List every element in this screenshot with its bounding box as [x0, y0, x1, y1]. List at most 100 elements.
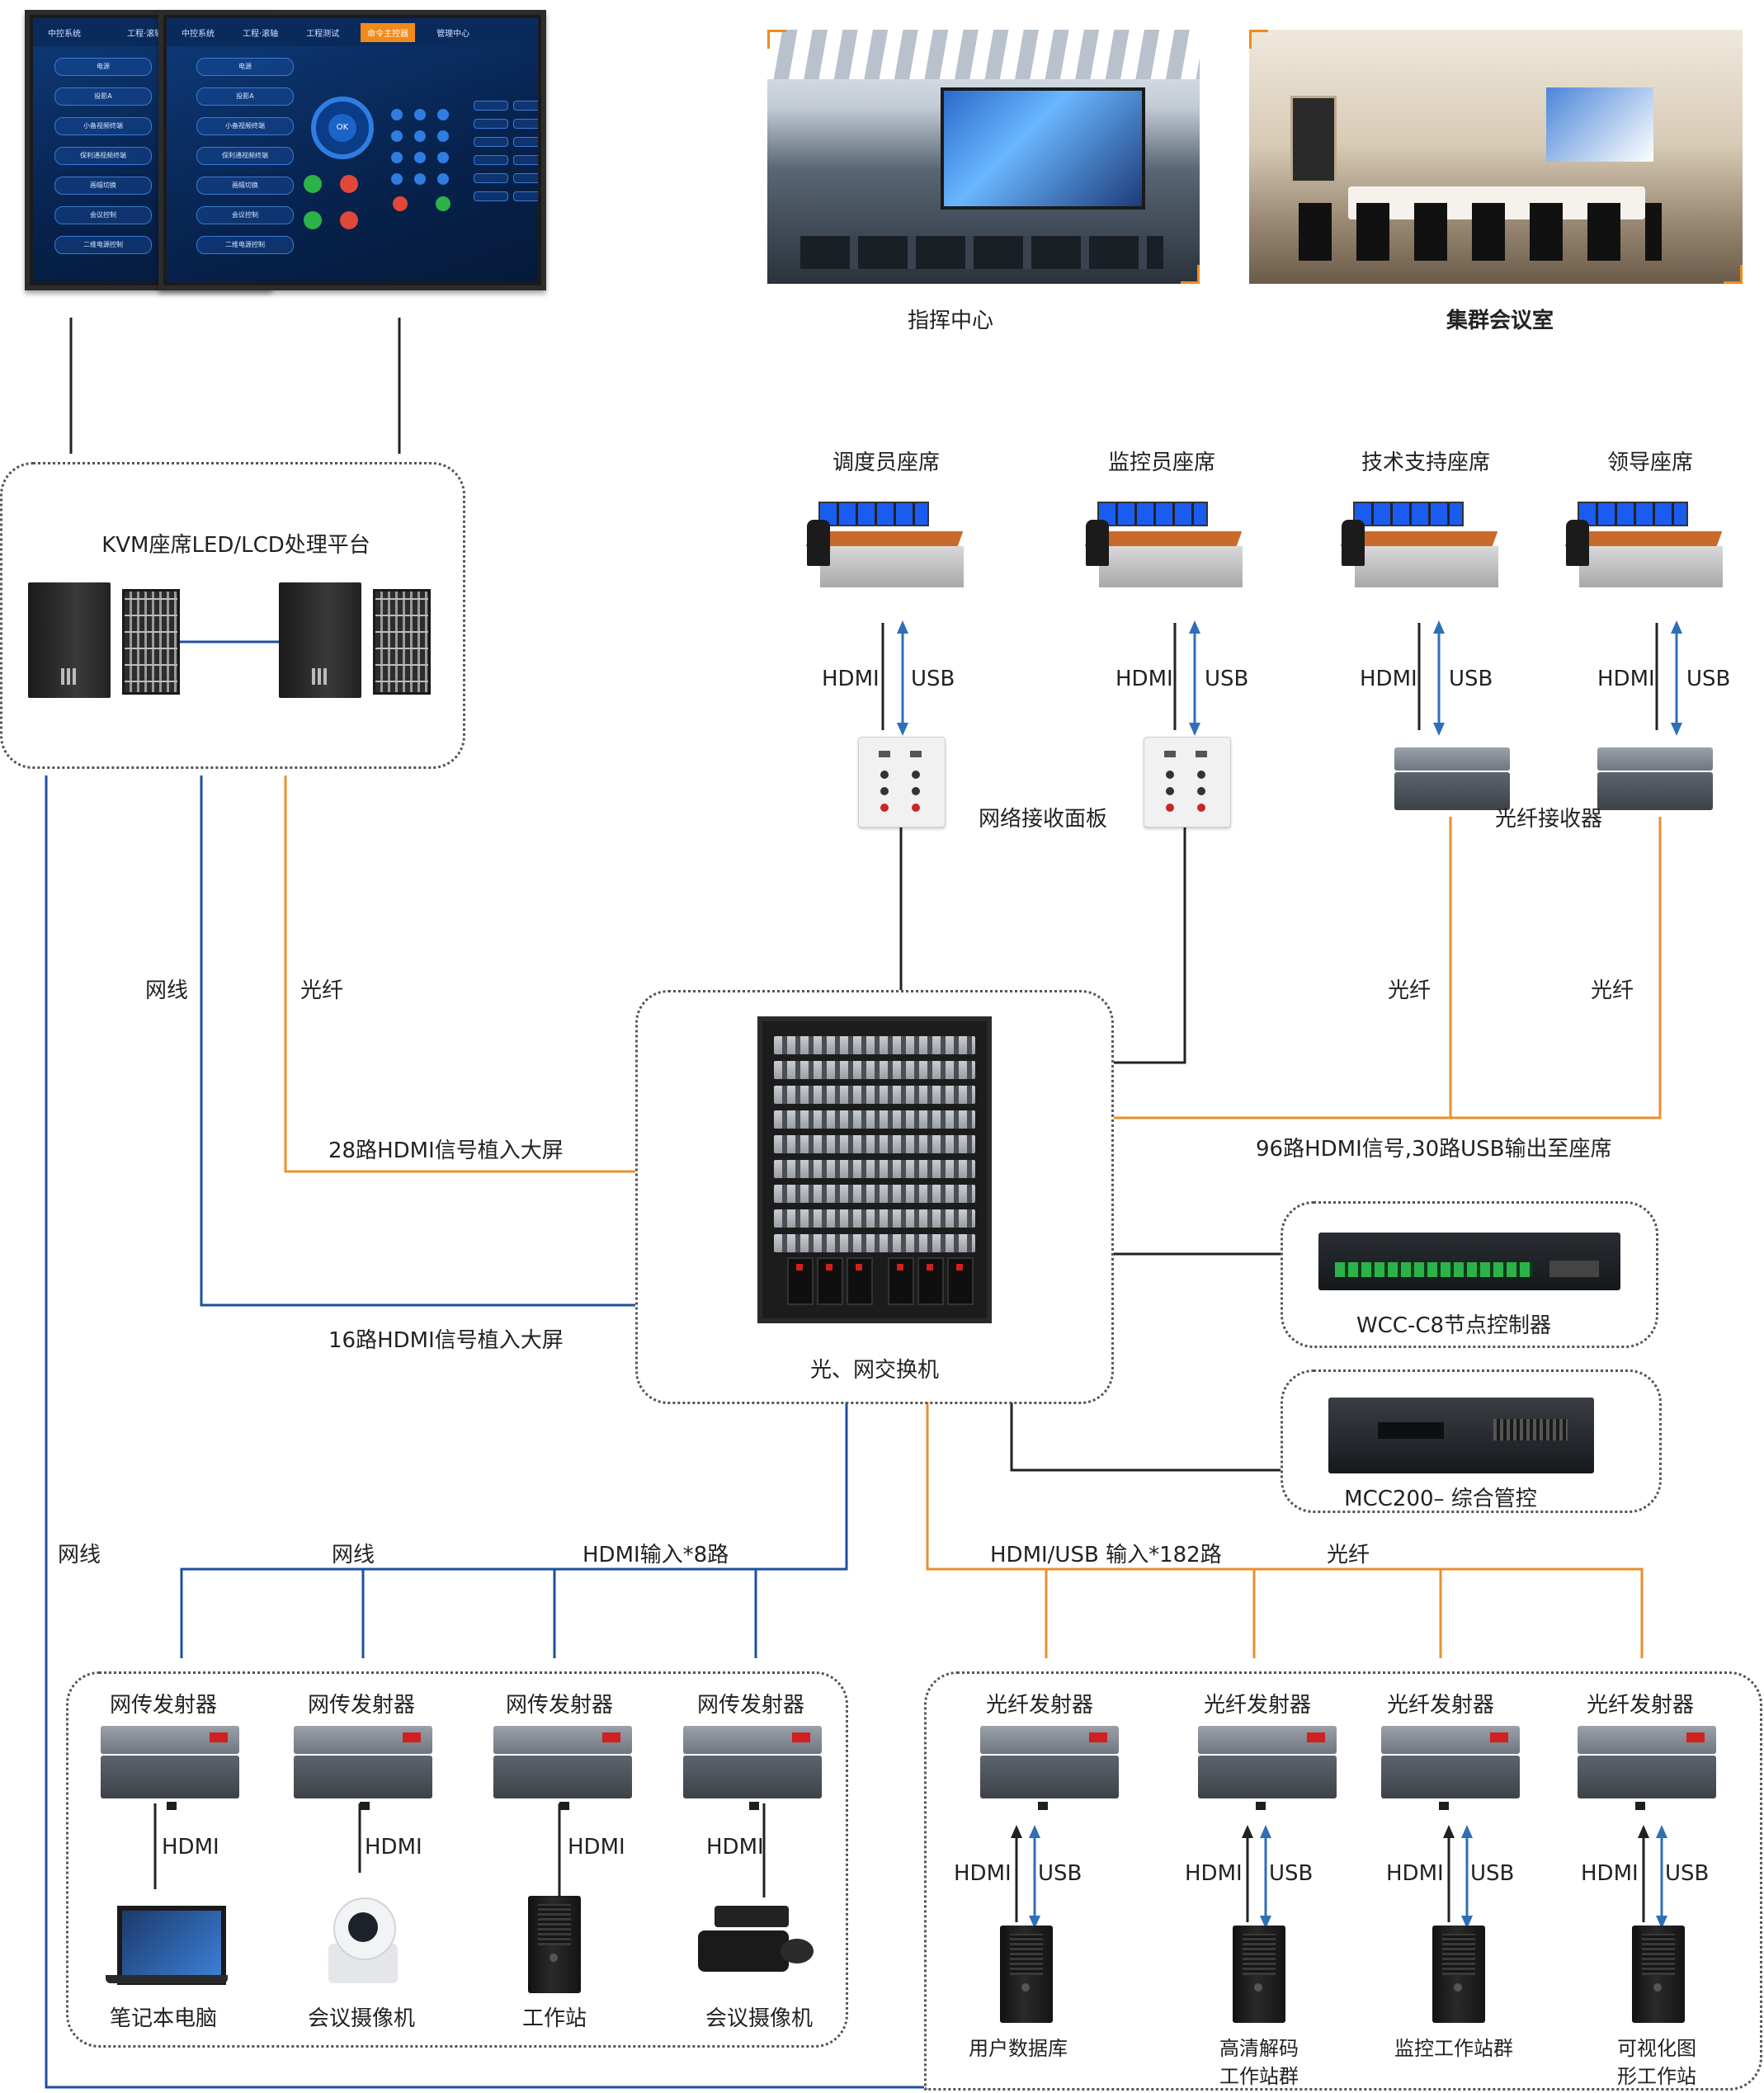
monitor-tab: 管理中心 — [436, 29, 470, 39]
hdmi-in8-label: HDMI输入*8路 — [582, 1543, 729, 1567]
command-center-photo — [767, 30, 1200, 284]
server-tower-icon — [1233, 1926, 1285, 2023]
camera-icon — [304, 175, 322, 193]
wcc-label: WCC-C8节点控制器 — [1356, 1313, 1552, 1338]
monitor-tab: 工程·滚轴 — [127, 29, 163, 39]
monitor-tab: 工程测试 — [306, 29, 340, 39]
server-tower-icon — [1632, 1926, 1685, 2023]
ptz-camera-icon — [322, 1894, 404, 1985]
hdmi-label: HDMI — [1360, 667, 1417, 691]
monitor-side-button: 保利通视频终端 — [196, 147, 294, 165]
hdmi-label: HDMI — [162, 1835, 219, 1860]
usb-label: USB — [911, 667, 955, 691]
keypad-key — [391, 152, 403, 163]
fiber-tx-title: 光纤发射器 — [1586, 1693, 1695, 1718]
preset-button — [474, 119, 508, 129]
source-label: 会议摄像机 — [307, 2006, 416, 2031]
fiber-tx-title: 光纤发射器 — [1386, 1693, 1495, 1718]
camera-icon — [340, 175, 358, 193]
fiber-transmitter — [980, 1726, 1119, 1810]
fiber-transmitter — [1578, 1726, 1716, 1810]
keypad-key — [437, 109, 449, 120]
keypad-key — [437, 173, 449, 185]
switch-label: 光、网交换机 — [809, 1358, 940, 1383]
preset-button — [474, 191, 508, 201]
hdmi-label: HDMI — [1597, 667, 1655, 691]
network-transmitter — [493, 1726, 632, 1810]
keypad-key — [391, 130, 403, 142]
monitor-side-button: 小备视频终端 — [54, 117, 152, 135]
net-tx-title: 网传发射器 — [505, 1693, 614, 1718]
network-transmitter — [101, 1726, 239, 1810]
usb-label: USB — [1686, 667, 1731, 691]
keypad-key — [414, 173, 426, 185]
usb-label: USB — [1205, 667, 1249, 691]
preset-button — [474, 173, 508, 183]
preset-button — [513, 155, 538, 165]
monitor-side-button: 保利通视频终端 — [54, 147, 152, 165]
preset-button — [513, 137, 538, 147]
keypad-key — [414, 130, 426, 142]
seat-title: 调度员座席 — [832, 450, 941, 475]
keypad-key — [414, 152, 426, 163]
dpad-icon — [311, 97, 374, 159]
network-receive-panel-label: 网络接收面板 — [979, 807, 1108, 832]
monitor-side-button: 画幅切换 — [54, 177, 152, 195]
laptop-base — [106, 1975, 228, 1983]
preset-button — [474, 155, 508, 165]
chairs — [1299, 203, 1662, 261]
projection-screen — [1546, 87, 1653, 162]
monitor-side-button: 小备视频终端 — [196, 117, 294, 135]
net-cable-label: 网线 — [58, 1543, 101, 1567]
net-tx-title: 网传发射器 — [307, 1693, 416, 1718]
photo-corner — [1724, 265, 1743, 284]
kvm-platform-box — [0, 462, 465, 769]
call-icon — [436, 196, 450, 211]
monitor-tab: 中控系统 — [182, 29, 215, 39]
monitor-side-button: 会议控制 — [54, 206, 152, 224]
touch-panel-monitor-front: 中控系统 工程·滚轴 工程测试 命令主控器 管理中心 电源 投影A 小备视频终端… — [158, 10, 546, 290]
monitor-side-button: 二维电源控制 — [54, 236, 152, 254]
usb-label: USB — [1665, 1861, 1710, 1886]
fiber-label: 光纤 — [1327, 1543, 1370, 1567]
network-receive-panel — [1144, 737, 1231, 827]
source-label: 可视化图 形工作站 — [1617, 2037, 1696, 2088]
mcc-label: MCC200– 综合管控 — [1344, 1487, 1537, 1511]
camcorder-icon — [698, 1897, 822, 1980]
kvm-cabinet — [279, 582, 361, 698]
switch-box — [635, 990, 1114, 1404]
hdmi28-label: 28路HDMI信号植入大屏 — [328, 1138, 564, 1163]
usb-label: USB — [1269, 1861, 1314, 1886]
seat-title: 技术支持座席 — [1361, 450, 1491, 475]
preset-button — [513, 191, 538, 201]
conference-room-caption: 集群会议室 — [1446, 309, 1554, 333]
hdmi-label: HDMI — [706, 1835, 764, 1860]
fiber-transmitter — [1381, 1726, 1520, 1810]
usb-label: USB — [1449, 667, 1493, 691]
preset-button — [513, 119, 538, 129]
net-tx-title: 网传发射器 — [696, 1693, 805, 1718]
optical-network-switch — [757, 1016, 992, 1323]
hdmi-label: HDMI — [1386, 1861, 1444, 1886]
laptop-icon — [117, 1906, 226, 1985]
preset-button — [474, 137, 508, 147]
fiber-tx-title: 光纤发射器 — [985, 1693, 1094, 1718]
net-tx-group-box — [66, 1671, 848, 2048]
volume-icon — [304, 211, 322, 229]
fiber-label: 光纤 — [300, 978, 344, 1003]
usb-label: USB — [1470, 1861, 1515, 1886]
hdmi96-label: 96路HDMI信号,30路USB输出至座席 — [1256, 1137, 1612, 1162]
monitor-side-button: 会议控制 — [196, 206, 294, 224]
net-cable-label: 网线 — [145, 978, 189, 1003]
keypad-key — [391, 109, 403, 120]
kvm-cabinet — [28, 582, 111, 698]
video-wall — [941, 87, 1145, 210]
preset-button — [513, 101, 538, 111]
hdmi-label: HDMI — [1581, 1861, 1639, 1886]
hdmi-label: HDMI — [822, 667, 880, 691]
source-label: 笔记本电脑 — [109, 2006, 218, 2031]
fiber-receiver-label: 光纤接收器 — [1495, 807, 1603, 832]
monitor-side-button: 投影A — [196, 87, 294, 106]
fiber-receiver — [1597, 747, 1713, 810]
